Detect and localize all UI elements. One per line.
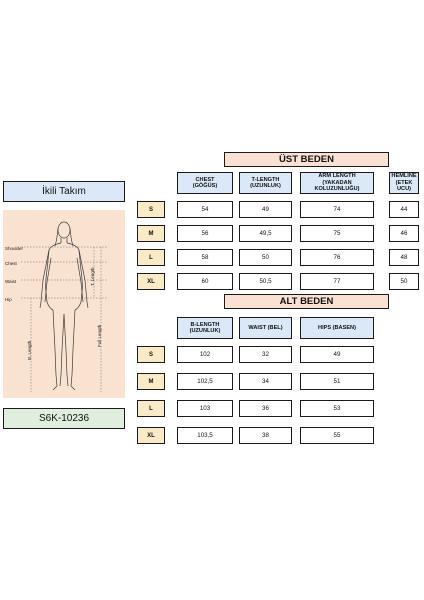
top-cell: 49,5: [239, 225, 292, 242]
top-cell: 75: [300, 225, 374, 242]
bottom-cell: 102,5: [177, 373, 233, 390]
bottom-cell: 53: [300, 400, 374, 417]
body-silhouette-icon: [21, 221, 107, 392]
figure-label-waist: Waist: [5, 279, 17, 284]
bottom-section-title: ALT BEDEN: [224, 294, 389, 309]
bottom-cell: 51: [300, 373, 374, 390]
body-measurement-figure: Shoulder Chest Waist Hip T. Length B. Le…: [3, 210, 125, 398]
top-size-m: M: [137, 225, 165, 242]
bottom-size-l: L: [137, 400, 165, 417]
bottom-size-m: M: [137, 373, 165, 390]
top-header-1: T-LENGTH(UZUNLUK): [239, 172, 292, 194]
bottom-cell: 102: [177, 346, 233, 363]
product-title: İkili Takım: [3, 181, 125, 202]
bottom-cell: 103: [177, 400, 233, 417]
top-cell: 56: [177, 225, 233, 242]
top-cell: 77: [300, 273, 374, 290]
bottom-header-2: HIPS (BASEN): [300, 317, 374, 339]
figure-label-t-length: T. Length: [90, 267, 95, 286]
bottom-cell: 55: [300, 427, 374, 444]
top-cell: 50: [389, 273, 419, 290]
figure-label-hip: Hip: [5, 297, 12, 302]
top-cell: 46: [389, 225, 419, 242]
figure-label-shoulder: Shoulder: [5, 246, 24, 251]
bottom-size-s: S: [137, 346, 165, 363]
bottom-cell: 38: [239, 427, 292, 444]
top-header-0: CHEST(GÖĞÜS): [177, 172, 233, 194]
top-cell: 74: [300, 201, 374, 218]
bottom-cell: 36: [239, 400, 292, 417]
top-section-title: ÜST BEDEN: [224, 152, 389, 167]
bottom-header-0: B-LENGTH(UZUNLUK): [177, 317, 233, 339]
figure-label-full-length: Full Length: [97, 324, 102, 347]
bottom-size-xl: XL: [137, 427, 165, 444]
product-code: S6K-10236: [3, 408, 125, 429]
top-size-l: L: [137, 249, 165, 266]
top-size-s: S: [137, 201, 165, 218]
top-cell: 50: [239, 249, 292, 266]
top-cell: 50,5: [239, 273, 292, 290]
figure-label-b-length: B. Length: [27, 340, 32, 360]
bottom-cell: 34: [239, 373, 292, 390]
top-cell: 58: [177, 249, 233, 266]
bottom-header-1: WAIST (BEL): [239, 317, 292, 339]
figure-label-chest: Chest: [5, 261, 17, 266]
top-cell: 48: [389, 249, 419, 266]
top-cell: 44: [389, 201, 419, 218]
top-cell: 60: [177, 273, 233, 290]
bottom-cell: 49: [300, 346, 374, 363]
bottom-cell: 32: [239, 346, 292, 363]
bottom-cell: 103,5: [177, 427, 233, 444]
top-cell: 54: [177, 201, 233, 218]
top-cell: 76: [300, 249, 374, 266]
top-cell: 49: [239, 201, 292, 218]
top-size-xl: XL: [137, 273, 165, 290]
